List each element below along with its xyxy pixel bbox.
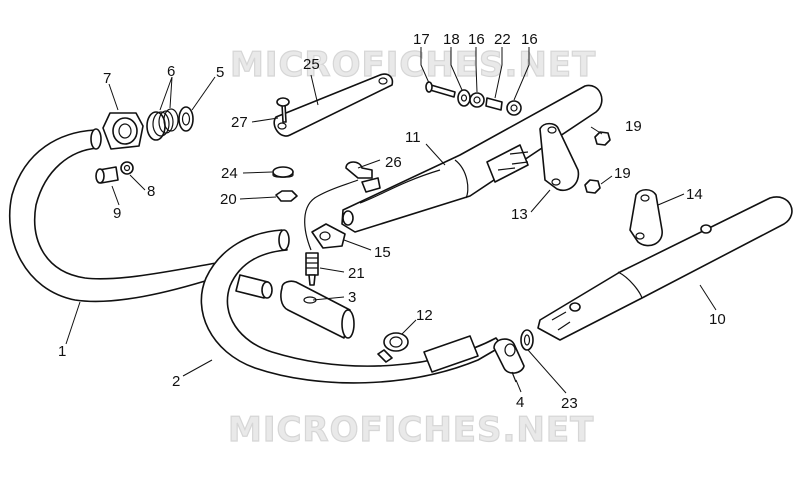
watermark-top: MICROFICHES.NET bbox=[230, 45, 596, 85]
sensor-wire bbox=[304, 179, 359, 251]
bracket-14 bbox=[629, 188, 663, 247]
pipe-2-stub bbox=[423, 335, 479, 373]
callout-14: 14 bbox=[686, 186, 703, 203]
nut-8 bbox=[120, 161, 134, 175]
callout-6: 6 bbox=[167, 63, 175, 80]
bolt-17 bbox=[425, 81, 456, 98]
flange-7 bbox=[102, 112, 144, 150]
bracket-25 bbox=[273, 73, 394, 137]
watermark-bottom: MICROFICHES.NET bbox=[228, 410, 594, 450]
callout-27: 27 bbox=[231, 114, 248, 131]
callout-23: 23 bbox=[561, 395, 578, 412]
washer-24 bbox=[272, 166, 294, 178]
nut-20 bbox=[275, 190, 298, 202]
stud-9 bbox=[95, 166, 119, 184]
callout-17: 17 bbox=[413, 31, 430, 48]
callout-2: 2 bbox=[172, 373, 180, 390]
connector-3 bbox=[280, 280, 355, 339]
callout-5: 5 bbox=[216, 64, 224, 81]
spacer-16a bbox=[469, 92, 485, 108]
callout-12: 12 bbox=[416, 307, 433, 324]
sensor-bracket-15 bbox=[311, 223, 346, 249]
callout-7: 7 bbox=[103, 70, 111, 87]
spacer-16b bbox=[506, 100, 522, 116]
callout-labels: 17 18 16 22 16 25 7 6 5 27 19 11 26 24 8… bbox=[58, 31, 726, 412]
callout-26: 26 bbox=[385, 154, 402, 171]
washer-18 bbox=[457, 89, 471, 107]
leader-lines bbox=[65, 47, 717, 394]
screw-27 bbox=[276, 97, 290, 123]
callout-18: 18 bbox=[443, 31, 460, 48]
springs-6 bbox=[146, 108, 179, 141]
bracket-13 bbox=[539, 122, 580, 191]
callout-24: 24 bbox=[221, 165, 238, 182]
nut-19a bbox=[594, 131, 611, 146]
muffler-11 bbox=[341, 84, 603, 233]
callout-19b: 19 bbox=[614, 165, 631, 182]
callout-25: 25 bbox=[303, 56, 320, 73]
callout-10: 10 bbox=[709, 311, 726, 328]
exhaust-pipe-2 bbox=[200, 229, 503, 384]
callout-20: 20 bbox=[220, 191, 237, 208]
callout-15: 15 bbox=[374, 244, 391, 261]
pin-22 bbox=[485, 97, 503, 111]
callout-16b: 16 bbox=[521, 31, 538, 48]
callout-21: 21 bbox=[348, 265, 365, 282]
callout-11: 11 bbox=[405, 129, 421, 146]
callout-1: 1 bbox=[58, 343, 66, 360]
nut-19b bbox=[584, 179, 601, 194]
gasket-5 bbox=[178, 106, 194, 132]
callout-3: 3 bbox=[348, 289, 356, 306]
clamp-12 bbox=[377, 332, 409, 363]
callout-16a: 16 bbox=[468, 31, 485, 48]
muffler-10 bbox=[537, 196, 793, 341]
clamp-4 bbox=[493, 338, 525, 383]
clip-26 bbox=[345, 161, 381, 193]
callout-9: 9 bbox=[113, 205, 121, 222]
callout-22: 22 bbox=[494, 31, 511, 48]
callout-13: 13 bbox=[511, 206, 528, 223]
callout-8: 8 bbox=[147, 183, 155, 200]
callout-19a: 19 bbox=[625, 118, 642, 135]
gasket-23 bbox=[520, 329, 534, 351]
sensor-21 bbox=[305, 252, 319, 286]
callout-4: 4 bbox=[516, 394, 524, 411]
